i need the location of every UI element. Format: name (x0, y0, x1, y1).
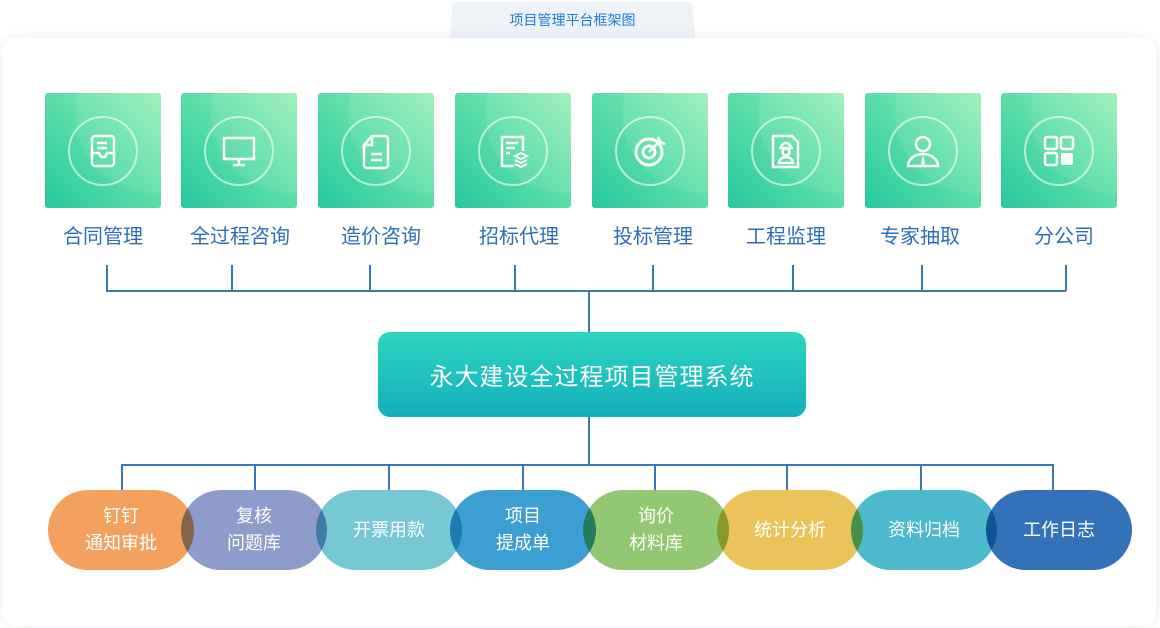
module-card-4[interactable] (592, 93, 708, 208)
feature-pill-7[interactable] (986, 490, 1132, 570)
module-card-7[interactable] (1001, 93, 1117, 208)
connector-line (121, 464, 123, 491)
feature-label: 钉钉 通知审批 (85, 506, 157, 554)
icon-ring (1024, 116, 1094, 186)
module-card-3[interactable] (455, 93, 571, 208)
icon-ring (478, 116, 548, 186)
icon-ring (888, 116, 958, 186)
module-card-6[interactable] (865, 93, 981, 208)
connector-line (652, 265, 654, 291)
connector-line (786, 464, 788, 491)
feature-pill-3[interactable] (450, 490, 596, 570)
icon-ring (341, 116, 411, 186)
module-card-1[interactable] (181, 93, 297, 208)
icon-ring (204, 116, 274, 186)
feature-pill-4[interactable] (583, 490, 729, 570)
module-label: 造价咨询 (341, 224, 421, 248)
module-label: 招标代理 (479, 224, 559, 248)
system-box: 永大建设全过程项目管理系统 (378, 332, 806, 417)
feature-label: 复核 问题库 (227, 506, 281, 554)
module-label: 工程监理 (746, 224, 826, 248)
system-title: 永大建设全过程项目管理系统 (429, 363, 755, 391)
feature-pill-5[interactable] (717, 490, 863, 570)
connector-line (388, 464, 390, 491)
module-label: 投标管理 (613, 224, 693, 248)
inbox-icon (90, 134, 116, 168)
icon-ring (751, 116, 821, 186)
module-card-0[interactable] (45, 93, 161, 208)
diagram-title: 项目管理平台框架图 (509, 13, 636, 29)
monitor-icon (222, 136, 256, 167)
feature-label: 开票用款 (353, 519, 425, 541)
connector-line (514, 265, 516, 291)
target-icon (634, 136, 666, 167)
worker-badge-icon (771, 134, 800, 169)
file-layers-icon (500, 135, 530, 169)
feature-label: 统计分析 (754, 519, 826, 541)
connector-line (921, 265, 923, 291)
connector-line (588, 290, 590, 332)
connector-line (654, 464, 656, 491)
feature-pill-2[interactable] (316, 490, 462, 570)
connector-line (522, 464, 524, 491)
diagram-title-tab: 项目管理平台框架图 (450, 2, 695, 38)
connector-line (1065, 265, 1067, 291)
connector-line (254, 464, 256, 491)
feature-label: 工作日志 (1023, 519, 1095, 541)
connector-line (121, 464, 1053, 466)
icon-ring (68, 116, 138, 186)
module-label: 专家抽取 (880, 224, 960, 248)
document-icon (362, 134, 390, 170)
module-label: 全过程咨询 (190, 224, 290, 248)
connector-line (920, 464, 922, 491)
module-label: 合同管理 (63, 224, 143, 248)
module-card-2[interactable] (318, 93, 434, 208)
feature-label: 询价 材料库 (629, 506, 683, 554)
module-label: 分公司 (1034, 224, 1094, 248)
connector-line (231, 265, 233, 291)
icon-ring (615, 116, 685, 186)
connector-line (106, 290, 1066, 292)
module-card-5[interactable] (728, 93, 844, 208)
connector-line (369, 265, 371, 291)
connector-line (588, 417, 590, 465)
connector-line (1052, 464, 1054, 491)
grid-apps-icon (1043, 135, 1075, 167)
feature-pill-6[interactable] (851, 490, 997, 570)
connector-line (792, 265, 794, 291)
expert-user-icon (906, 135, 940, 168)
feature-pill-0[interactable] (48, 490, 194, 570)
feature-label: 资料归档 (888, 519, 960, 541)
feature-label: 项目 提成单 (496, 506, 550, 554)
feature-pill-1[interactable] (181, 490, 327, 570)
connector-line (106, 265, 108, 291)
